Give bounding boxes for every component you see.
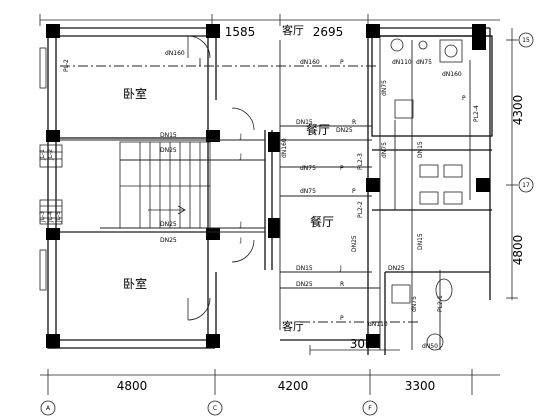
- riser-label: JL-2: [47, 149, 54, 161]
- pipe-label: DN25: [160, 221, 177, 228]
- structural-columns: [46, 24, 490, 348]
- riser-label: JL-4: [47, 211, 54, 223]
- svg-text:P: P: [352, 188, 356, 195]
- left-windows: [39, 47, 63, 291]
- room-label-living-bottom: 客厅: [282, 319, 304, 333]
- axis-label-C: C: [213, 405, 217, 412]
- room-label-dining-top: 餐厅: [306, 122, 330, 137]
- riser-label: JL-3: [39, 211, 46, 223]
- room-label-bedroom-top: 卧室: [123, 86, 147, 101]
- pipe-label: dN75: [300, 165, 316, 172]
- pipe-label: dN160: [165, 50, 185, 57]
- pipe-label: dN75: [411, 296, 418, 312]
- plumbing-fixtures: [390, 38, 463, 351]
- riser-label: JL-5: [55, 211, 62, 223]
- pipe-label: dN160: [281, 138, 288, 158]
- axis-label-A: A: [46, 405, 51, 412]
- pipe-label: DN15: [296, 265, 313, 272]
- pipe-label: DN25: [160, 147, 177, 154]
- axis-label-F: F: [368, 405, 372, 412]
- pipe-label: dN75: [381, 142, 388, 158]
- dimension-4800-bottom: 4800: [117, 379, 148, 393]
- svg-text:J: J: [239, 133, 242, 140]
- dimension-1585: 1585: [225, 25, 256, 39]
- svg-text:J: J: [239, 221, 242, 228]
- axis-bubble-15: [518, 32, 534, 48]
- pipe-label: DN15: [417, 233, 424, 250]
- riser-label: PL2-1: [437, 295, 444, 312]
- svg-text:P: P: [340, 165, 344, 172]
- door-swings: [187, 35, 255, 321]
- pipe-label: DN15: [417, 141, 424, 158]
- bottom-dimension-line: 4800 4200 3300 A C F: [40, 369, 500, 416]
- pipe-runs: [60, 36, 471, 355]
- riser-label: JL-1: [39, 149, 46, 161]
- riser-label: PL2-3: [357, 153, 364, 170]
- floor-drain-icon: [394, 99, 414, 119]
- svg-text:P: P: [340, 59, 344, 66]
- axis-label-15: 15: [522, 37, 530, 44]
- pipe-label: dN110: [368, 321, 388, 328]
- svg-text:J: J: [339, 265, 342, 272]
- svg-text:J: J: [239, 237, 242, 244]
- axis-bubble-C: [207, 400, 223, 416]
- pipe-label: DN25: [336, 127, 353, 134]
- pipe-labels: dN160 dN160 dN160 dN160 dN110 dN110 dN75…: [160, 50, 462, 350]
- axis-bubble-F: [362, 400, 378, 416]
- pipe-label: DN15: [160, 132, 177, 139]
- pipe-label: dN160: [300, 59, 320, 66]
- pipe-label: dN50: [422, 343, 438, 350]
- axis-bubble-A: [40, 400, 56, 416]
- room-label-living-top: 客厅: [282, 23, 304, 37]
- dimension-4300: 4300: [511, 95, 525, 126]
- svg-text:R: R: [340, 281, 344, 288]
- pipe-label: DN25: [388, 265, 405, 272]
- pipe-label: dN160: [442, 71, 462, 78]
- svg-text:P: P: [462, 95, 466, 102]
- toilet-icon-lower: [435, 278, 453, 302]
- dimension-3300: 3300: [405, 379, 436, 393]
- svg-text:J: J: [239, 153, 242, 160]
- stair-treads: [139, 142, 201, 228]
- dimension-4200: 4200: [278, 379, 309, 393]
- riser-label: PL2-4: [473, 105, 480, 122]
- right-dimension-line: 4300 4800 15 17: [506, 28, 534, 300]
- riser-label: PL-2: [63, 59, 70, 72]
- floor-drain-icon-lower: [391, 284, 411, 304]
- pipe-label: dN110: [392, 59, 412, 66]
- riser-label: PL2-2: [357, 201, 364, 218]
- pipe-label: DN25: [351, 235, 358, 252]
- dimension-3000: 3000: [350, 337, 381, 351]
- wash-basin-icon: [390, 38, 404, 52]
- toilet-icon: [439, 39, 463, 63]
- pipe-label: DN25: [160, 237, 177, 244]
- pipe-label: dN75: [300, 188, 316, 195]
- pipe-type-letters: P J J P P R J J J R P P: [239, 59, 466, 322]
- room-label-bedroom-bottom: 卧室: [123, 276, 147, 291]
- wash-basin-icon-lower: [426, 333, 444, 351]
- svg-text:R: R: [352, 119, 356, 126]
- pipe-label: dN75: [416, 59, 432, 66]
- walls: [47, 27, 493, 355]
- pipe-label: DN25: [296, 281, 313, 288]
- dimension-2695: 2695: [313, 25, 344, 39]
- top-dimension-line: 1585 2695 客厅: [39, 14, 500, 39]
- svg-text:P: P: [340, 315, 344, 322]
- axis-bubble-17: [518, 177, 534, 193]
- axis-label-17: 17: [522, 182, 530, 189]
- riser-labels: PL-2 PL2-3 PL2-2 PL2-4 PL2-1 JL-1 JL-2 J…: [39, 59, 480, 312]
- dimension-4800: 4800: [511, 235, 525, 266]
- pipe-label: dN75: [381, 80, 388, 96]
- room-label-dining-bottom: 餐厅: [310, 214, 334, 229]
- pipe-label: DN15: [296, 119, 313, 126]
